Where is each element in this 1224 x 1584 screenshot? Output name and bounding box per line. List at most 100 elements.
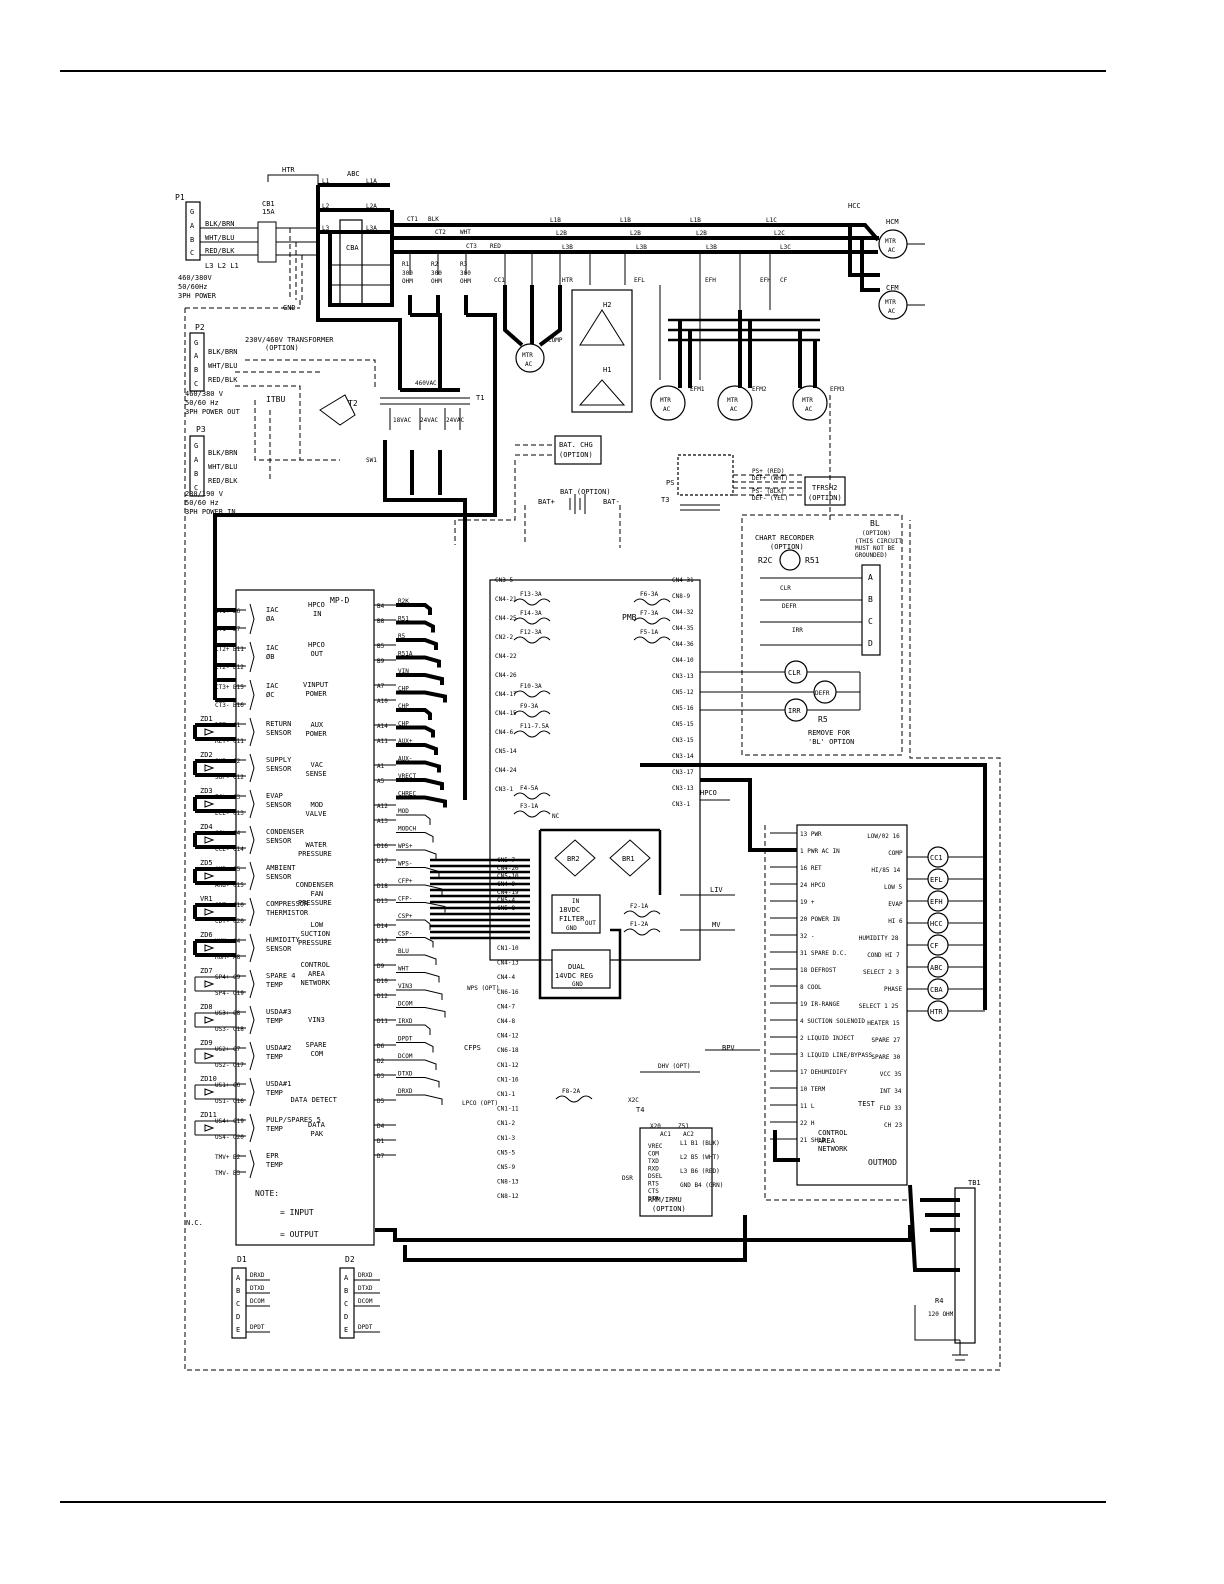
pmb-connector-tag: CN6-18 — [497, 1047, 519, 1054]
p3-rating-1: 230/190 V — [185, 490, 224, 498]
pmb-connector-tag: CN4-8 — [497, 1018, 515, 1025]
mpd-right-pin-label: A11 — [377, 738, 388, 745]
mpd-right-group-label: OUT — [311, 650, 324, 658]
bus-l3b-2: L3B — [636, 244, 647, 251]
fuse-label: F6-3A — [640, 591, 658, 598]
harness-wire-tag: CHP — [398, 703, 409, 710]
harness-wire-tag: DTXD — [398, 1071, 413, 1078]
mpd-right-pin-label: D16 — [377, 843, 388, 850]
mpd-left-group-label: SENSOR — [266, 945, 292, 953]
efm2-mtr: MTR — [727, 397, 738, 404]
outmod-right-pin: VCC 35 — [880, 1071, 902, 1078]
pmb-connector-tag: CN4-10 — [672, 657, 694, 664]
pmb-connector-tag: CN1-16 — [497, 1076, 519, 1083]
bat-neg: BAT- — [603, 498, 620, 506]
zener-loop — [193, 795, 236, 813]
p2-pin-g: G — [194, 339, 198, 347]
note-output: = OUTPUT — [280, 1230, 319, 1239]
p3-label: P3 — [196, 425, 206, 434]
p2-rating-3: 3PH POWER OUT — [185, 408, 241, 416]
mpd-right-group-label: CONDENSER — [296, 881, 335, 889]
r5-note-2: 'BL' OPTION — [808, 738, 854, 746]
mpd-left-group-label: USDA#1 — [266, 1080, 291, 1088]
cba-label: CBA — [346, 244, 359, 252]
resistor-bank: R1 300 OHM R2 300 OHM R3 300 OHM — [402, 252, 471, 315]
mpd-left-group-label: HUMIDITY — [266, 936, 301, 944]
t4-label: T4 — [636, 1106, 644, 1114]
defr-contact-label: DEFR — [782, 603, 797, 610]
pmb-connector-tag: CN4-35 — [672, 625, 694, 632]
r3-unit: OHM — [460, 278, 471, 285]
contact-efh-2: EFH — [760, 277, 771, 284]
harness-wire — [396, 832, 434, 843]
hpco-label: HPCO — [700, 789, 717, 797]
p2-wire-3: RED/BLK — [208, 376, 238, 384]
mpd-right-pin-label: D4 — [377, 1123, 385, 1130]
fuse-symbol — [513, 636, 551, 644]
mpd-left-bracket — [249, 1077, 255, 1107]
harness-wire — [396, 972, 440, 983]
x20-label: X20 — [650, 1123, 661, 1130]
harness-wire — [396, 708, 432, 720]
harness-wire — [396, 603, 432, 615]
mpd-right-group-label: VINPUT — [303, 681, 329, 689]
zener-label: ZD8 — [200, 1003, 213, 1011]
mpd-right-pin-label: A5 — [377, 778, 385, 785]
contactor-l1a: L1A — [366, 178, 377, 185]
ct1-label: CT1 — [407, 216, 418, 223]
d1-wire-3: DCOM — [250, 1298, 265, 1305]
pmb-connector-tag: CN4-17 — [495, 691, 517, 698]
t2-label: T2 — [348, 399, 358, 408]
bus-l2b-2: L2B — [630, 230, 641, 237]
pmb-connectors: CN3-5CN4-21CN4-25CN2-2CN4-22CN4-26CN4-17… — [495, 577, 694, 1200]
mpd-right-group-label: HPCO — [308, 641, 325, 649]
harness-wire — [396, 937, 434, 948]
contact-efl: EFL — [634, 277, 645, 284]
rmm-ac1: AC1 — [660, 1131, 671, 1138]
d2-pin-a: A — [344, 1274, 349, 1282]
outmod-left-pin: 19 IR-RANGE — [800, 1001, 840, 1008]
pmb-connector-tag: CN4-22 — [495, 653, 517, 660]
outmod-coil-label: EFH — [930, 898, 943, 906]
x2c-label: X2C — [628, 1097, 639, 1104]
pmb-connector-tag: CN4-20 — [497, 865, 519, 872]
mpd-left-bracket — [249, 897, 255, 927]
transformer-option-1: 230V/460V TRANSFORMER — [245, 336, 334, 344]
harness-wire — [396, 919, 431, 930]
fuse-label: F3-1A — [520, 803, 538, 810]
outmod-left-pin: 2 LIQUID INJECT — [800, 1035, 855, 1042]
mpd-right-pin-label: D9 — [377, 963, 385, 970]
harness-wire — [396, 743, 438, 755]
mpd-title: MP-D — [330, 596, 349, 605]
mpd-right-group-label: NETWORK — [301, 979, 331, 987]
outmod-left-pin: 11 L — [800, 1103, 815, 1110]
pmb-connector-tag: CN8-12 — [497, 1193, 519, 1200]
cfm-mtr: MTR — [885, 299, 896, 306]
bl-note-1: (THIS CIRCUIT — [855, 538, 902, 545]
harness-wire-tag: VIN — [398, 668, 409, 675]
mpd-right-pin-label: D7 — [377, 1153, 385, 1160]
mpd-right-pin-label: D6 — [377, 1043, 385, 1050]
motor-contacts: CC1 HTR EFL EFH EFH CF — [494, 252, 788, 285]
bus-l3c: L3C — [780, 244, 791, 251]
mpd-right-pin-label: D10 — [377, 978, 388, 985]
outmod-title: OUTMOD — [868, 1158, 897, 1167]
wire-red-label: RED — [490, 243, 501, 250]
mpd-right-pin-label: A10 — [377, 698, 388, 705]
outmod-right-pin: INT 34 — [880, 1088, 902, 1095]
pmb-connector-tag: CN4-15 — [495, 710, 517, 717]
t1-label: T1 — [476, 394, 484, 402]
outmod-right-pin: SELECT 2 3 — [863, 969, 900, 976]
fuse-label: F5-1A — [640, 629, 658, 636]
p2-connector: P2 G A B C BLK/BRN WHT/BLU RED/BLK 230V/… — [185, 323, 358, 416]
outmod-left-pin: 31 SPARE D.C. — [800, 950, 847, 957]
compressor-motor: MTR AC COMP — [515, 337, 563, 373]
note-input: = INPUT — [280, 1208, 314, 1217]
harness-wire-tag: CHREC — [398, 791, 416, 798]
zener-loop — [193, 831, 236, 849]
harness-wire-tag: R51 — [398, 616, 409, 623]
p1-rating-3: 3PH POWER — [178, 292, 217, 300]
